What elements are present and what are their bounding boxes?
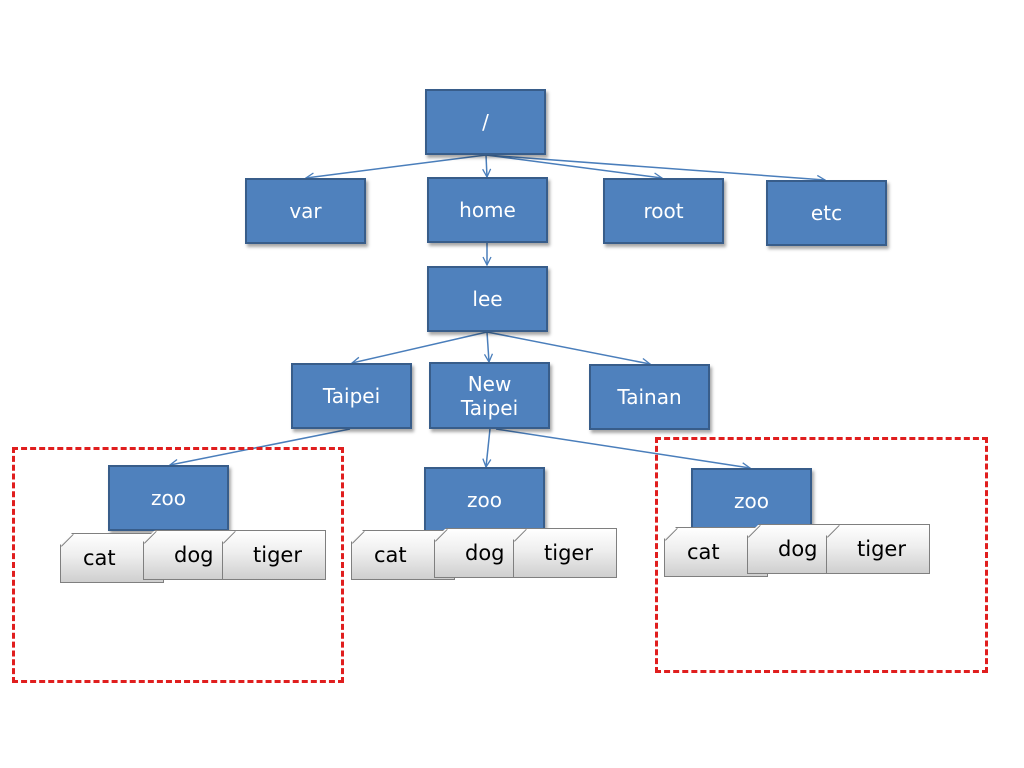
file-dog-middle-label: dog	[465, 541, 505, 565]
edge-lee-tainan	[486, 331, 650, 364]
node-root-dir[interactable]: root	[603, 178, 724, 244]
file-tiger-right[interactable]: tiger	[826, 524, 930, 574]
file-dog-right-label: dog	[778, 537, 818, 561]
node-new-taipei-label: New Taipei	[460, 371, 519, 420]
file-tiger-left[interactable]: tiger	[222, 530, 326, 580]
file-tiger-middle[interactable]: tiger	[513, 528, 617, 578]
node-home-label: home	[459, 198, 516, 222]
file-tiger-left-label: tiger	[253, 543, 302, 567]
edge-lee-new-taipei	[487, 331, 489, 362]
node-lee[interactable]: lee	[427, 266, 548, 332]
node-new-taipei[interactable]: New Taipei	[429, 362, 550, 429]
node-taipei-label: Taipei	[322, 384, 381, 408]
node-tainan[interactable]: Tainan	[589, 364, 710, 430]
edge-root-root	[485, 154, 662, 178]
node-tainan-label: Tainan	[617, 385, 682, 409]
node-zoo-left[interactable]: zoo	[108, 465, 229, 531]
edge-root-etc	[485, 154, 825, 180]
edge-new-taipei-zoo-right	[495, 428, 750, 468]
node-zoo-middle-label: zoo	[467, 488, 502, 512]
file-tiger-right-label: tiger	[857, 537, 906, 561]
file-dog-left-label: dog	[174, 543, 214, 567]
node-taipei[interactable]: Taipei	[291, 363, 412, 429]
node-root[interactable]: /	[425, 89, 546, 155]
node-zoo-right-label: zoo	[734, 489, 769, 513]
node-home[interactable]: home	[427, 177, 548, 243]
file-cat-left-label: cat	[83, 546, 116, 570]
node-etc-label: etc	[810, 201, 843, 225]
node-var-label: var	[289, 199, 322, 223]
edge-root-home	[486, 154, 487, 177]
file-cat-right-label: cat	[687, 540, 720, 564]
node-zoo-middle[interactable]: zoo	[424, 467, 545, 533]
node-root-dir-label: root	[643, 199, 684, 223]
edge-lee-taipei	[352, 331, 488, 363]
node-lee-label: lee	[472, 287, 503, 311]
file-cat-middle-label: cat	[374, 543, 407, 567]
highlight-box-right	[655, 437, 988, 673]
node-root-label: /	[482, 110, 489, 134]
node-etc[interactable]: etc	[766, 180, 887, 246]
file-tiger-middle-label: tiger	[544, 541, 593, 565]
node-zoo-left-label: zoo	[151, 486, 186, 510]
edge-new-taipei-zoo	[486, 428, 490, 467]
highlight-box-left	[12, 447, 344, 683]
node-var[interactable]: var	[245, 178, 366, 244]
edge-root-var	[306, 154, 487, 178]
